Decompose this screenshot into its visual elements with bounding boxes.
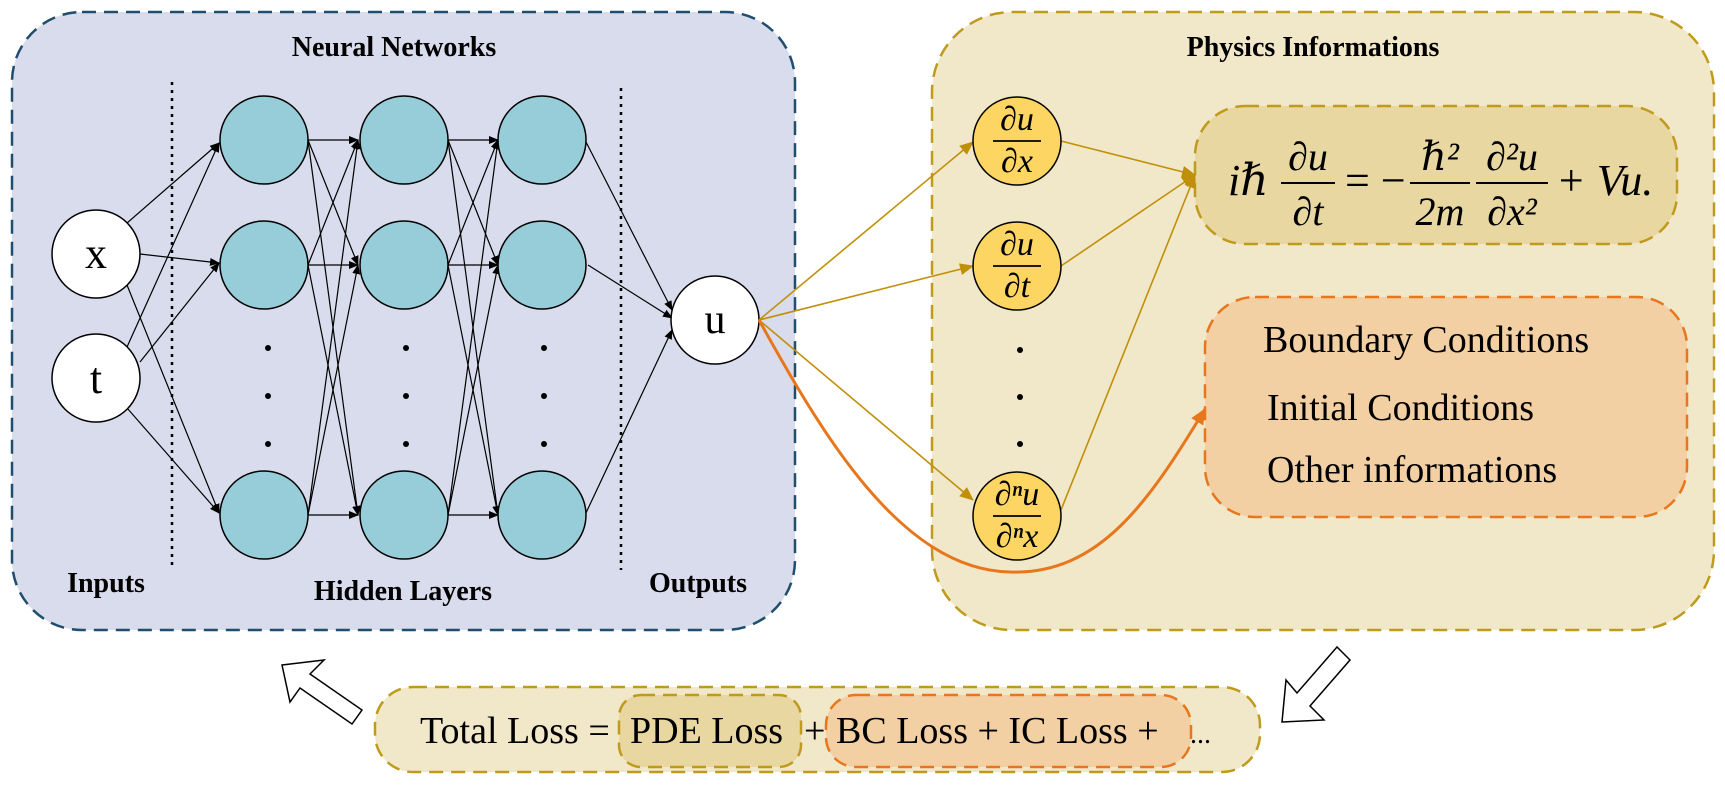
eq-d2-num: ∂²u bbox=[1486, 134, 1538, 179]
eq-tail: + Vu. bbox=[1556, 156, 1653, 205]
derivative-node-dnu-dnx: ∂ⁿu ∂ⁿx bbox=[972, 471, 1062, 561]
hidden-node bbox=[359, 470, 449, 560]
hidden-node bbox=[219, 220, 309, 310]
hidden-node bbox=[219, 95, 309, 185]
output-node-u-label: u bbox=[705, 297, 726, 343]
inputs-label: Inputs bbox=[67, 568, 145, 599]
output-node-u: u bbox=[670, 275, 760, 365]
derivative-node-du-dx: ∂u ∂x bbox=[972, 96, 1062, 186]
conditions-box bbox=[1203, 295, 1689, 519]
bc-ic-loss-box bbox=[824, 693, 1193, 769]
initial-conditions-label: Initial Conditions bbox=[1267, 387, 1534, 429]
other-informations-label: Other informations bbox=[1267, 449, 1557, 491]
hidden-node bbox=[497, 470, 587, 560]
nn-connections bbox=[126, 136, 673, 519]
hidden-ellipsis-dots bbox=[265, 345, 547, 447]
input-node-t-label: t bbox=[90, 354, 102, 403]
du-dt-den: ∂t bbox=[1004, 268, 1032, 305]
output-to-conditions-arrow bbox=[757, 319, 1207, 574]
eq-lhs-den: ∂t bbox=[1293, 189, 1325, 234]
eq-equals-minus: = − bbox=[1345, 156, 1406, 205]
eq-coef-num: ℏ² bbox=[1421, 134, 1460, 179]
outputs-label: Outputs bbox=[649, 568, 747, 599]
eq-lhs-prefix: iℏ bbox=[1228, 156, 1269, 205]
hidden-layer-1 bbox=[219, 95, 309, 560]
neural-networks-title: Neural Networks bbox=[292, 32, 497, 63]
total-loss-label: Total Loss = bbox=[420, 710, 610, 752]
hidden-node bbox=[359, 95, 449, 185]
physics-informations-title: Physics Informations bbox=[1187, 32, 1440, 63]
loss-plus: + bbox=[804, 710, 825, 752]
hidden-layer-3 bbox=[497, 95, 587, 560]
input-node-x: x bbox=[51, 209, 141, 299]
pde-loss-box bbox=[617, 693, 803, 769]
dnu-dnx-num: ∂ⁿu bbox=[995, 476, 1040, 513]
du-dx-num: ∂u bbox=[1000, 101, 1034, 138]
feedback-arrow-right bbox=[1281, 645, 1352, 723]
bc-ic-loss-label: BC Loss + IC Loss + bbox=[836, 710, 1159, 752]
derivative-node-du-dt: ∂u ∂t bbox=[972, 221, 1062, 311]
du-dx-den: ∂x bbox=[1001, 143, 1033, 180]
hidden-node bbox=[219, 470, 309, 560]
hidden-layer-2 bbox=[359, 95, 449, 560]
derivative-to-equation-arrows bbox=[1060, 140, 1196, 511]
hidden-node bbox=[497, 220, 587, 310]
eq-coef-den: 2m bbox=[1416, 189, 1465, 234]
input-node-t: t bbox=[51, 333, 141, 423]
input-node-x-label: x bbox=[85, 229, 107, 278]
hidden-layers-label: Hidden Layers bbox=[314, 576, 492, 607]
dnu-dnx-den: ∂ⁿx bbox=[996, 518, 1039, 555]
output-to-derivative-arrows bbox=[758, 141, 974, 501]
pde-loss-label: PDE Loss bbox=[630, 710, 783, 752]
eq-d2-den: ∂x² bbox=[1487, 189, 1538, 234]
boundary-conditions-label: Boundary Conditions bbox=[1263, 319, 1589, 361]
loss-ellipsis: ... bbox=[1190, 719, 1211, 750]
du-dt-num: ∂u bbox=[1000, 226, 1034, 263]
feedback-arrow-left bbox=[281, 658, 364, 726]
eq-lhs-num: ∂u bbox=[1288, 134, 1328, 179]
schrodinger-equation: iℏ ∂u ∂t = − ℏ² 2m ∂²u ∂x² + Vu. bbox=[1228, 134, 1653, 234]
hidden-node bbox=[497, 95, 587, 185]
hidden-node bbox=[359, 220, 449, 310]
derivative-ellipsis-dots bbox=[1017, 347, 1023, 447]
